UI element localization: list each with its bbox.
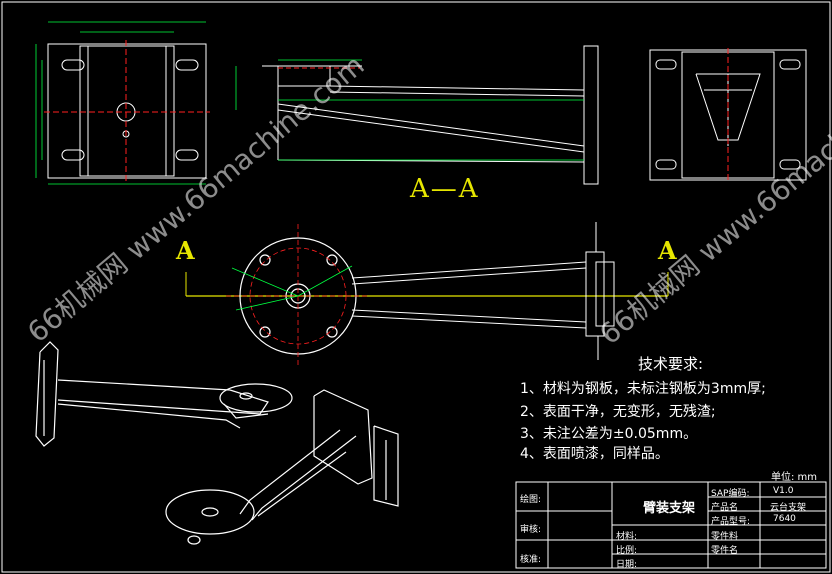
cut-label-left: A <box>176 236 195 265</box>
tech-line-4: 4、表面喷漆，同样品。 <box>520 446 669 462</box>
title-block <box>515 481 827 569</box>
tech-line-3: 3、未注公差为±0.05mm。 <box>520 426 698 442</box>
tb-drawn: 绘图: <box>520 495 542 505</box>
cut-label-right: A <box>658 236 677 265</box>
tb-material: 材料: <box>616 532 638 542</box>
tech-line-2: 2、表面干净，无变形，无残渣; <box>520 404 716 420</box>
tb-part-material: 零件料 <box>711 532 739 542</box>
tb-product-value: 云台支架 <box>770 503 807 513</box>
section-label: A—A <box>410 174 480 204</box>
isometric-view-1 <box>35 341 293 447</box>
plate-dimensions <box>35 21 206 185</box>
tb-scale: 比例: <box>616 546 638 556</box>
tb-review: 审核: <box>520 525 542 535</box>
tech-line-1: 1、材料为钢板，未标注钢板为3mm厚; <box>520 381 766 397</box>
tb-sap-value: V1.0 <box>773 486 794 496</box>
tb-part-name: 零件名 <box>711 546 739 556</box>
tb-model-value: 7640 <box>773 514 796 524</box>
tb-date: 日期: <box>616 560 638 570</box>
plate-top-view <box>44 40 210 184</box>
tech-requirements-title: 技术要求: <box>638 355 704 373</box>
tb-model-label: 产品型号: <box>711 517 751 527</box>
tb-sap-label: SAP编码: <box>711 489 750 499</box>
section-side-view <box>262 45 599 185</box>
arm-plan-view <box>351 222 615 360</box>
tb-approve: 核准: <box>520 555 542 565</box>
unit-label: 单位: mm <box>771 472 818 483</box>
base-plate-dimensions <box>231 265 353 311</box>
isometric-view-2 <box>165 389 399 545</box>
tb-product-label: 产品名 <box>711 503 739 513</box>
tb-part-title: 臂装支架 <box>643 501 696 516</box>
section-dimensions <box>235 59 584 161</box>
